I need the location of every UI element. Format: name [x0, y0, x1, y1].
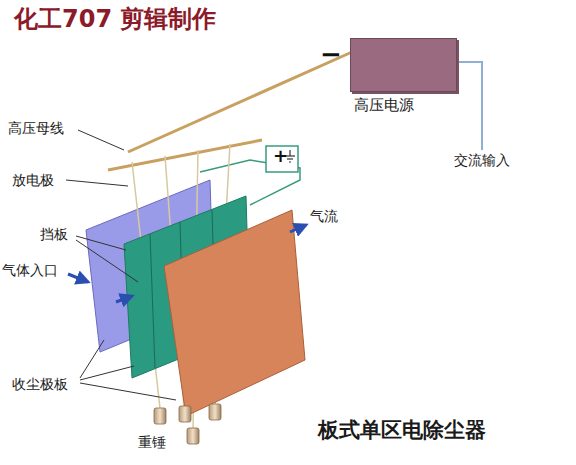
part-label: 气体入口 [2, 262, 58, 278]
power-box [350, 38, 457, 92]
part-label: 放电极 [12, 172, 54, 188]
part-label: 收尘极板 [12, 376, 68, 392]
bus-bar [128, 52, 352, 152]
part-label: 高压母线 [8, 120, 64, 136]
flow-label: 气流 [310, 208, 338, 224]
ground-box [266, 146, 298, 172]
polarity-sign: + [273, 146, 288, 167]
collector-plate [164, 210, 305, 416]
part-label: 挡板 [40, 226, 68, 242]
leader-line [66, 130, 176, 400]
caption: 板式单区电除尘器 [318, 418, 486, 442]
watermark: 化工707 剪辑制作 [14, 6, 216, 34]
node-label: 高压电源 [350, 96, 457, 115]
polarity-sign: − [320, 40, 342, 70]
part-label: 交流输入 [454, 152, 510, 168]
gas-arrow [68, 225, 306, 302]
bus-bar [108, 140, 262, 170]
ac-wire [455, 62, 482, 150]
part-label: 重锤 [138, 434, 166, 450]
power-supply: 高压电源 [350, 38, 457, 115]
